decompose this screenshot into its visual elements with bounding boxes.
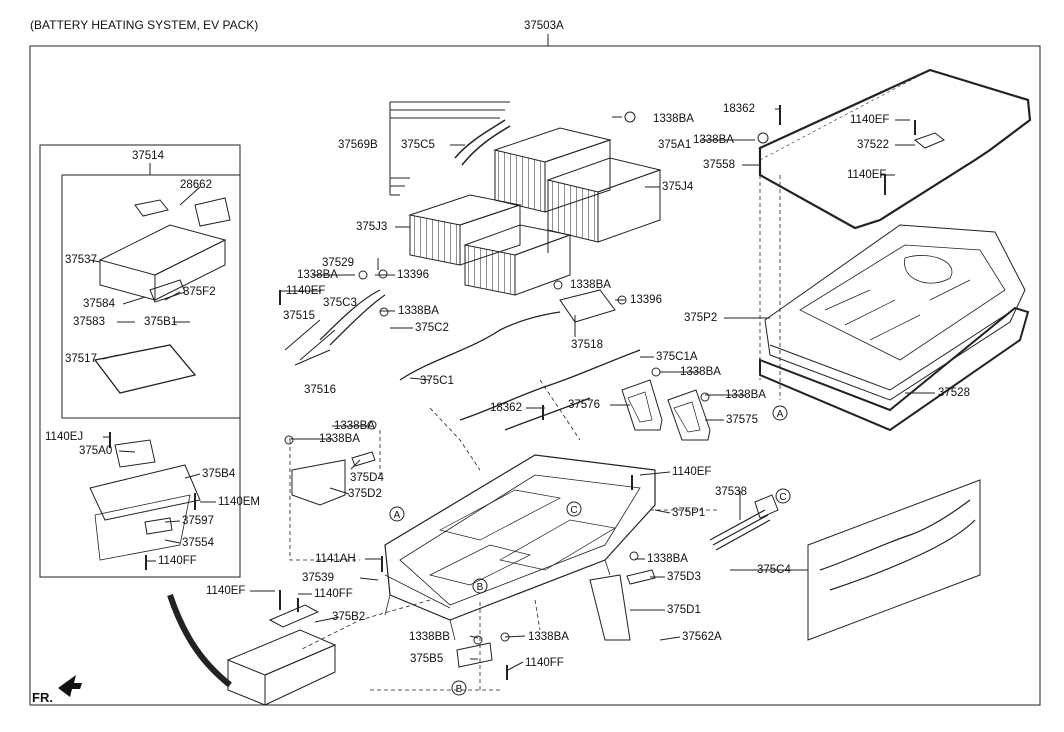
label-37584: 37584 <box>83 298 115 310</box>
label-375B4: 375B4 <box>202 468 236 480</box>
label-37537: 37537 <box>65 254 97 266</box>
label-375A0: 375A0 <box>79 445 113 457</box>
label-1140EF-mid: 1140EF <box>847 169 887 181</box>
label-375C3: 375C3 <box>323 297 357 309</box>
label-1140FF-right: 1140FF <box>525 657 564 669</box>
label-375D3: 375D3 <box>667 571 701 583</box>
label-37515: 37515 <box>283 310 315 322</box>
label-375C1: 375C1 <box>420 375 454 387</box>
label-375D2: 375D2 <box>348 488 382 500</box>
label-37583: 37583 <box>73 316 105 328</box>
label-37554: 37554 <box>182 537 214 549</box>
label-37518: 37518 <box>571 339 603 351</box>
label-1140EJ: 1140EJ <box>45 431 84 443</box>
label-37516: 37516 <box>304 384 336 396</box>
label-375B5: 375B5 <box>410 653 444 665</box>
lower-tray-375P1 <box>384 454 656 641</box>
label-37514: 37514 <box>132 150 164 162</box>
gasket-37558 <box>758 68 1032 230</box>
label-37576: 37576 <box>568 399 600 411</box>
diagram-title: (BATTERY HEATING SYSTEM, EV PACK) <box>30 18 259 32</box>
label-375B2: 375B2 <box>332 611 366 623</box>
label-375J3: 375J3 <box>356 221 388 233</box>
label-375C1A: 375C1A <box>656 351 698 363</box>
label-37569B: 37569B <box>338 139 378 151</box>
label-1338BA-right: 1338BA <box>693 134 734 146</box>
label-1338BB: 1338BB <box>409 631 450 643</box>
harness-375C1 <box>399 311 641 431</box>
label-1140FF-left: 1140FF <box>158 555 197 567</box>
label-1338BA-d3: 1338BA <box>647 553 688 565</box>
label-37575: 37575 <box>726 414 758 426</box>
label-375C2: 375C2 <box>415 322 449 334</box>
label-1338BA-d4: 1338BA <box>334 420 375 432</box>
label-375F2: 375F2 <box>183 286 216 298</box>
label-37529: 37529 <box>322 257 354 269</box>
label-1140EF-left: 1140EF <box>286 285 326 297</box>
label-37558: 37558 <box>703 159 735 171</box>
bottom-junction-box <box>226 604 337 706</box>
label-37517: 37517 <box>65 353 97 365</box>
label-375A1: 375A1 <box>658 139 692 151</box>
label-1338BA-c3: 1338BA <box>297 269 338 281</box>
label-37528: 37528 <box>938 387 970 399</box>
battery-module-375J3 <box>408 194 572 296</box>
label-1338BA-top: 1338BA <box>653 113 694 125</box>
junction-box-assembly <box>89 197 231 561</box>
harness-375C4-box <box>807 479 981 641</box>
label-37597: 37597 <box>182 515 214 527</box>
front-arrow-icon <box>58 675 82 697</box>
label-1338BA-d2: 1338BA <box>319 433 360 445</box>
ref-c-tray: C <box>570 505 577 516</box>
label-1140EF-upper: 1140EF <box>850 114 890 126</box>
label-37538: 37538 <box>715 486 747 498</box>
battery-module-375J4 <box>493 127 662 243</box>
assembly-number: 37503A <box>524 20 564 32</box>
label-1338BA-518: 1338BA <box>570 279 611 291</box>
label-37562A: 37562A <box>682 631 722 643</box>
label-375C4: 375C4 <box>757 564 791 576</box>
label-375C5: 375C5 <box>401 139 435 151</box>
label-375D4: 375D4 <box>350 472 384 484</box>
label-1140EF-b2: 1140EF <box>206 585 246 597</box>
label-13396-right: 13396 <box>630 294 662 306</box>
label-18362-center: 18362 <box>490 402 522 414</box>
label-13396-left: 13396 <box>397 269 429 281</box>
label-1141AH: 1141AH <box>315 553 356 565</box>
label-28662: 28662 <box>180 179 212 191</box>
ref-b-bottom: B <box>456 684 463 695</box>
ref-a-upper: A <box>777 409 784 420</box>
label-1338BA-575: 1338BA <box>725 389 766 401</box>
label-375B1: 375B1 <box>144 316 178 328</box>
label-1338BA-b5: 1338BA <box>528 631 569 643</box>
label-375P2: 375P2 <box>684 312 718 324</box>
upper-cover-375P2 <box>764 224 1026 401</box>
label-37539: 37539 <box>302 572 334 584</box>
label-1338BA-576: 1338BA <box>680 366 721 378</box>
label-1338BA-c2: 1338BA <box>398 305 439 317</box>
ref-a-lower: A <box>394 510 401 521</box>
label-1140EF-tray: 1140EF <box>672 466 712 478</box>
subassembly-28662-box <box>61 174 241 419</box>
label-1140EM: 1140EM <box>218 496 260 508</box>
ref-b-tray: B <box>477 582 484 593</box>
direction-marker: FR. <box>32 690 53 705</box>
label-375D1: 375D1 <box>667 604 701 616</box>
label-18362-right: 18362 <box>723 103 755 115</box>
label-375P1: 375P1 <box>672 507 706 519</box>
assembly-frame <box>29 45 1041 706</box>
label-37522: 37522 <box>857 139 889 151</box>
label-1140FF-mid: 1140FF <box>314 588 353 600</box>
label-375J4: 375J4 <box>662 181 694 193</box>
ref-c-harness: C <box>779 492 786 503</box>
